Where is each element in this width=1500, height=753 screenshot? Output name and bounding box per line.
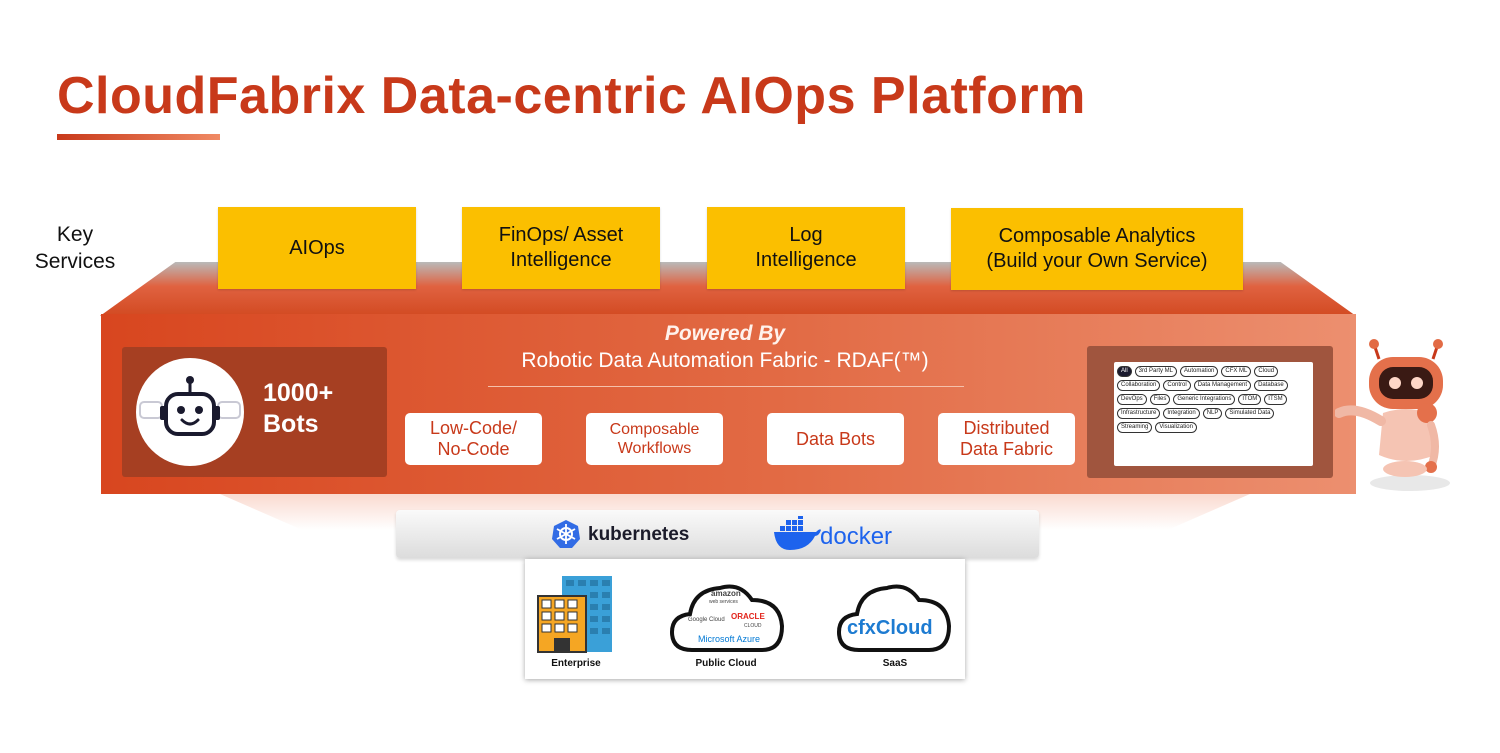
aws-sub-label: web services <box>709 599 738 605</box>
category-tag[interactable]: Generic Integrations <box>1173 394 1236 405</box>
feature-label: No-Code <box>437 439 510 459</box>
service-label: Composable Analytics <box>998 225 1196 247</box>
bot-avatar <box>136 358 244 466</box>
page-title: CloudFabrix Data-centric AIOps Platform <box>57 67 1086 125</box>
service-box-aiops: AIOps <box>218 207 416 289</box>
feature-label: Data Bots <box>795 428 876 449</box>
category-tag[interactable]: All <box>1117 366 1132 377</box>
service-label: AIOps <box>289 236 345 259</box>
robot-mascot-icon <box>1335 339 1450 491</box>
feature-label: Workflows <box>617 440 692 457</box>
category-tag[interactable]: Streaming <box>1117 422 1153 433</box>
kubernetes-label: kubernetes <box>588 524 690 545</box>
powered-by-label: Powered By <box>664 322 786 345</box>
feature-label: Data Fabric <box>959 439 1054 459</box>
azure-logo: Microsoft Azure <box>698 634 761 644</box>
oracle-logo: ORACLE <box>731 612 765 621</box>
building-icon <box>537 576 612 653</box>
deployment-label-enterprise: Enterprise <box>551 658 601 669</box>
category-tag[interactable]: DevOps <box>1117 394 1147 405</box>
service-label: (Build your Own Service) <box>986 250 1208 272</box>
cfxcloud-logo: cfxCloud <box>847 617 933 639</box>
category-tag[interactable]: Visualization <box>1155 422 1197 433</box>
category-tag[interactable]: 3rd Party ML <box>1134 366 1178 377</box>
deployment-label-saas: SaaS <box>882 658 908 669</box>
category-tag[interactable]: CFX ML <box>1221 366 1252 377</box>
category-tag[interactable]: ITSM <box>1264 394 1287 405</box>
oracle-sub-label: CLOUD <box>744 623 762 629</box>
category-tag[interactable]: Infrastructure <box>1117 408 1161 419</box>
fabric-name: Robotic Data Automation Fabric - RDAF(™) <box>521 349 929 372</box>
feature-data-bots: Data Bots <box>767 413 904 465</box>
category-tag[interactable]: Files <box>1149 394 1171 405</box>
kubernetes-icon <box>552 520 580 548</box>
bots-count: 1000+ Bots <box>263 378 333 440</box>
category-tag[interactable]: Simulated Data <box>1225 408 1275 419</box>
key-services-label: Key Services <box>34 223 116 273</box>
container-platform-bar <box>396 510 1039 558</box>
google-cloud-logo: Google Cloud <box>688 617 725 623</box>
category-tag[interactable]: NLP <box>1202 408 1223 419</box>
deployment-label-public-cloud: Public Cloud <box>695 658 757 669</box>
category-tag[interactable]: Automation <box>1180 366 1219 377</box>
docker-icon <box>774 516 821 550</box>
category-tag[interactable]: Database <box>1254 380 1288 391</box>
feature-label: Distributed <box>963 418 1050 438</box>
service-label: FinOps/ Asset <box>498 224 624 246</box>
feature-low-code: Low-Code/No-Code <box>405 413 542 465</box>
service-label: Intelligence <box>755 249 857 271</box>
service-label: Log <box>789 224 823 246</box>
title-underline <box>57 134 220 140</box>
bots-count-value: 1000+ <box>263 379 334 407</box>
robot-face-icon <box>139 376 241 436</box>
amazon-logo: amazon <box>711 589 741 598</box>
feature-label: Low-Code/ <box>429 418 518 438</box>
category-tag[interactable]: Collaboration <box>1117 380 1161 391</box>
category-tag[interactable]: Integration <box>1163 408 1200 419</box>
category-tag[interactable]: Cloud <box>1254 366 1279 377</box>
docker-label: docker <box>820 523 893 550</box>
saas-cloud-icon <box>836 584 952 652</box>
feature-label: Composable <box>609 421 700 438</box>
public-cloud-icon <box>669 584 785 652</box>
category-tag[interactable]: ITOM <box>1238 394 1262 405</box>
bots-count-label: Bots <box>263 410 319 438</box>
divider <box>488 386 964 387</box>
category-tag[interactable]: Data Management <box>1193 380 1252 391</box>
service-label: Intelligence <box>510 249 612 271</box>
service-box-composable-analytics: Composable Analytics (Build your Own Serv… <box>951 208 1243 290</box>
category-tag[interactable]: Control <box>1163 380 1191 391</box>
